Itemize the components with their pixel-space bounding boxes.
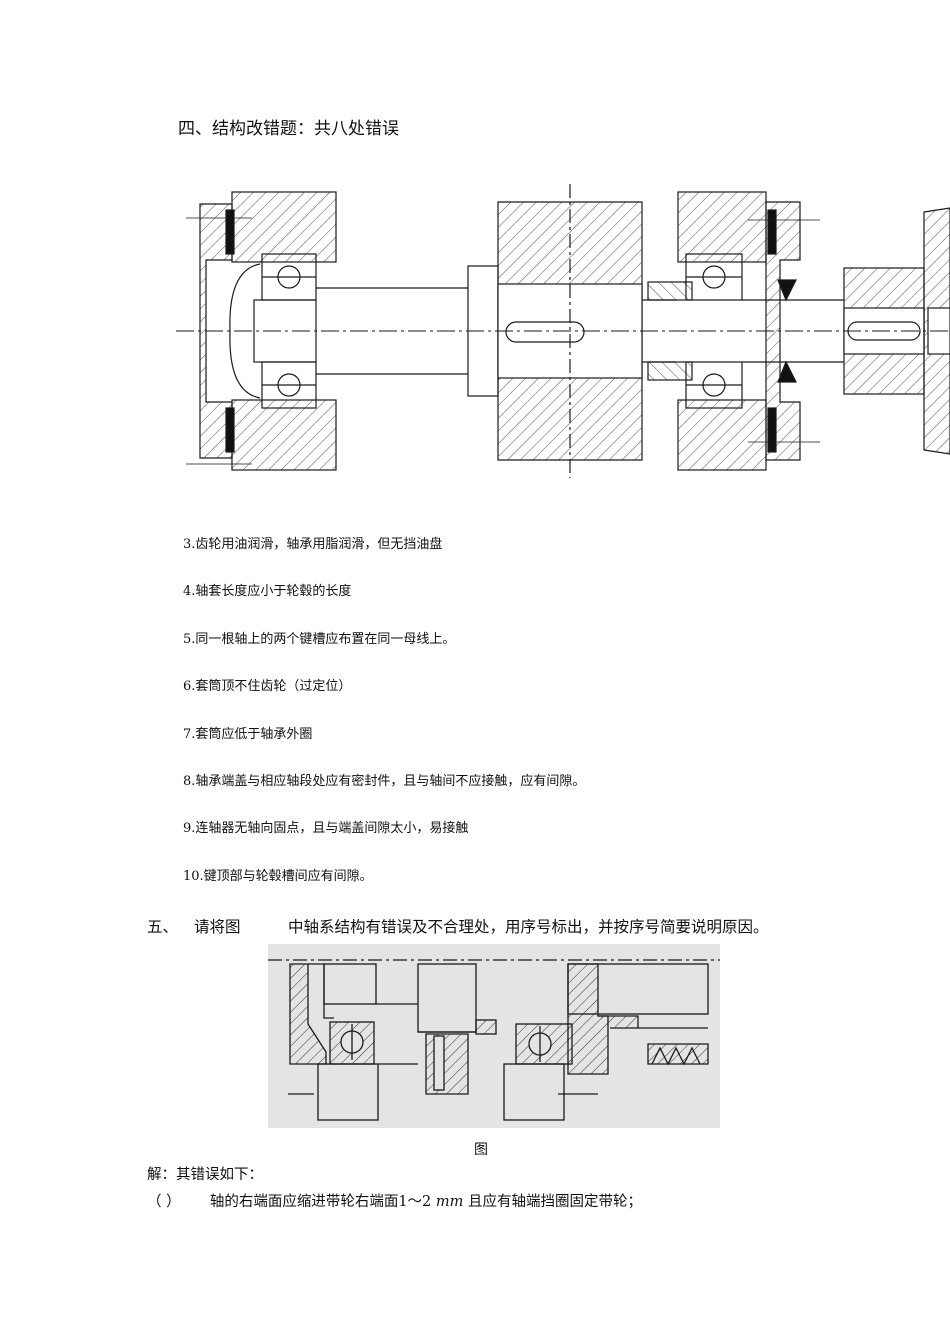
answer-unit: mm <box>435 1194 464 1210</box>
section-5-lead: 请将图 <box>194 918 241 936</box>
error-item: 5.同一根轴上的两个键槽应布置在同一母线上。 <box>183 631 456 647</box>
shaft-system-figure <box>268 944 720 1128</box>
figure-caption: 图 <box>474 1142 488 1158</box>
answer-text: 轴的右端面应缩进带轮右端面1～2 <box>209 1194 432 1210</box>
error-item: 6.套筒顶不住齿轮（过定位） <box>183 679 352 695</box>
error-item: 8.轴承端盖与相应轴段处应有密封件，且与轴间不应接触，应有间隙。 <box>183 773 586 789</box>
error-item: 9.连轴器无轴向固点，且与端盖间隙太小，易接触 <box>183 821 469 837</box>
error-item: 7.套筒应低于轴承外圈 <box>183 726 313 742</box>
section-4-title: 四、结构改错题：共八处错误 <box>178 119 399 139</box>
answer-paren: （ ） <box>147 1194 181 1210</box>
section-5-question: 中轴系结构有错误及不合理处，用序号标出，并按序号简要说明原因。 <box>288 918 769 936</box>
answer-intro: 解：其错误如下： <box>147 1167 263 1183</box>
error-item: 4.轴套长度应小于轮毂的长度 <box>183 584 352 600</box>
section-5-number: 五、 <box>147 918 179 936</box>
error-item: 10.键顶部与轮毂槽间应有间隙。 <box>183 868 373 884</box>
error-item: 3.齿轮用油润滑，轴承用脂润滑，但无挡油盘 <box>183 537 443 552</box>
error-list: 3.齿轮用油润滑，轴承用脂润滑，但无挡油盘 4.轴套长度应小于轮毂的长度 5.同… <box>183 536 585 915</box>
answer-line-1: （ ） 轴的右端面应缩进带轮右端面1～2 mm 且应有轴端挡圈固定带轮； <box>147 1190 642 1211</box>
answer-text-end: 且应有轴端挡圈固定带轮； <box>468 1194 642 1210</box>
shaft-assembly-drawing <box>176 184 950 478</box>
